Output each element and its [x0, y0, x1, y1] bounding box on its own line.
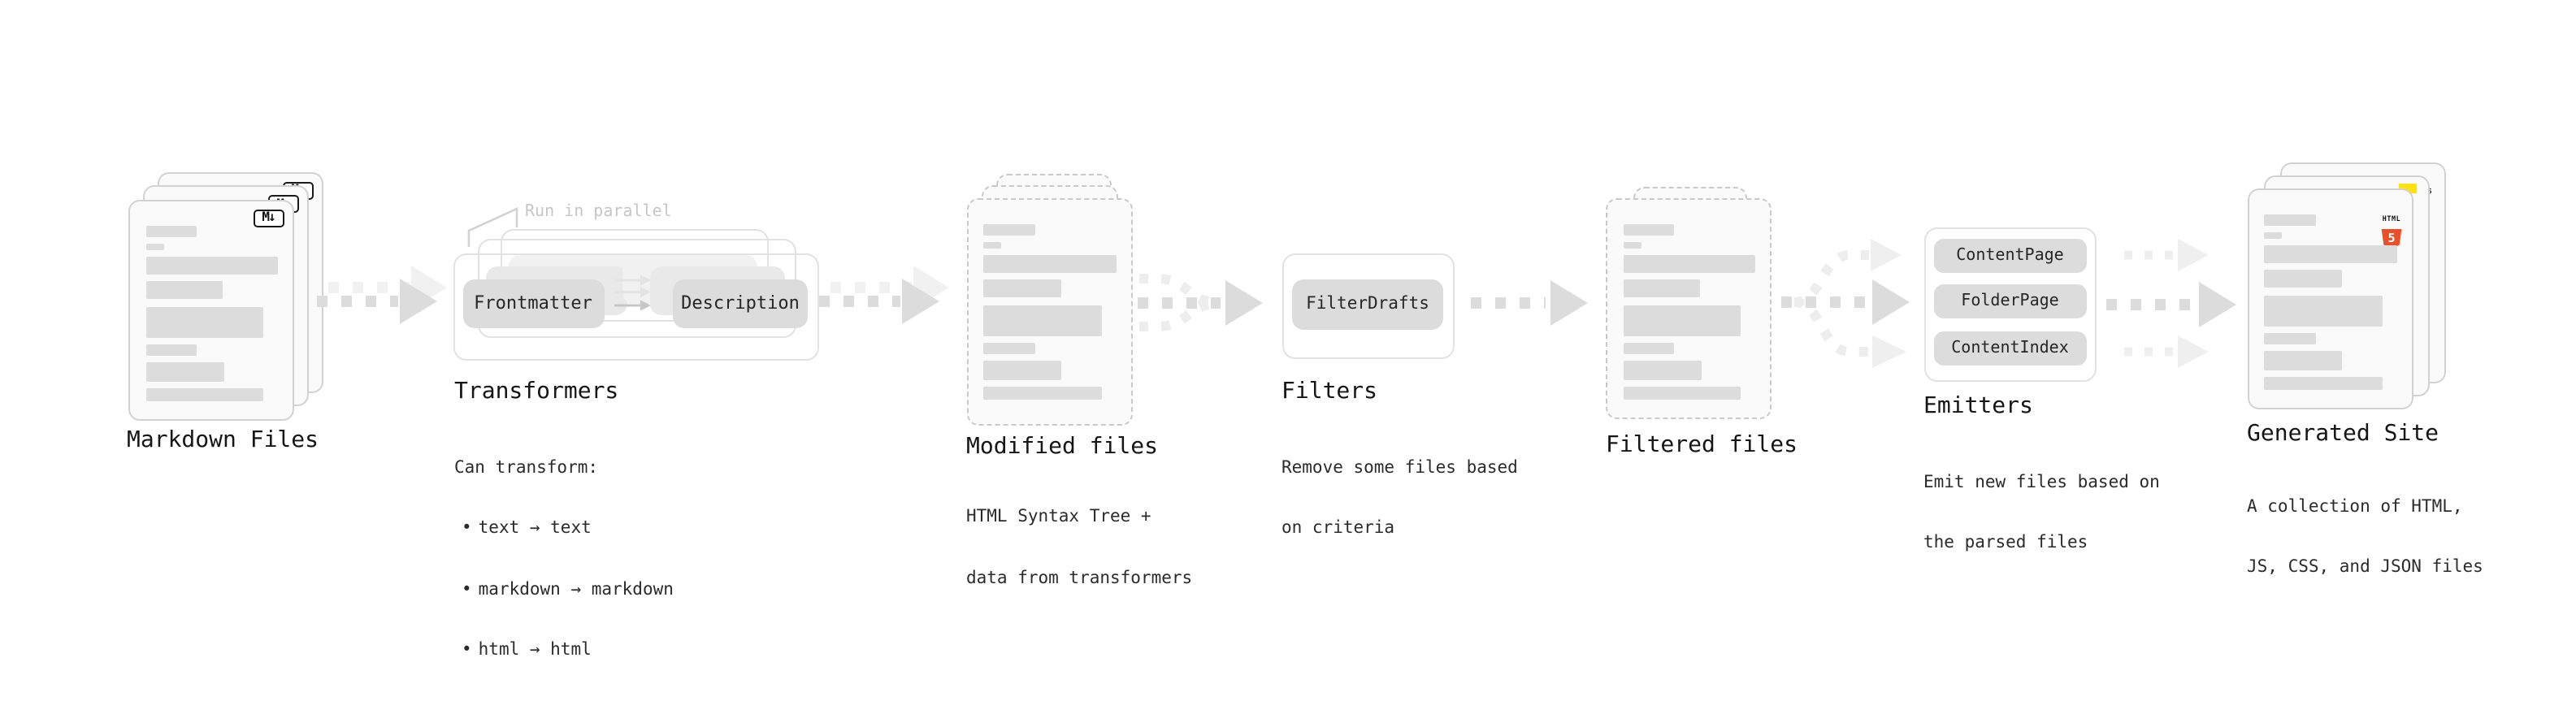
description-line: on criteria — [1281, 518, 1395, 538]
markdown-file-card-front: M↓ — [128, 199, 294, 420]
markdown-files-title: Markdown Files — [127, 426, 319, 452]
description-line: JS, CSS, and JSON files — [2247, 557, 2483, 577]
modified-files-description: HTML Syntax Tree + data from transformer… — [966, 466, 1192, 629]
doc-line-placeholder — [145, 244, 163, 249]
doc-line-placeholder — [983, 342, 1034, 354]
frontmatter-pill: Frontmatter — [462, 279, 604, 327]
emitters-title: Emitters — [1923, 393, 2033, 419]
emitters-description: Emit new files based on the parsed files — [1923, 431, 2160, 594]
flow-arrow-filtered-to-emitters — [1781, 239, 1910, 368]
filtered-files-title: Filtered files — [1606, 431, 1798, 457]
site-file-card-html: HTML 5 — [2247, 188, 2413, 409]
description-pill: Description — [673, 279, 808, 327]
bullet-text: html → html — [478, 640, 592, 660]
doc-line-placeholder — [145, 257, 278, 275]
bullet-icon: • — [462, 640, 472, 660]
doc-line-placeholder — [1623, 255, 1755, 273]
doc-line-placeholder — [983, 224, 1034, 236]
html5-icon-label: HTML — [2382, 214, 2401, 223]
transformers-title: Transformers — [454, 379, 619, 405]
doc-line-placeholder — [145, 306, 263, 337]
doc-line-placeholder — [2264, 332, 2315, 344]
doc-line-placeholder — [145, 226, 197, 237]
doc-line-placeholder — [983, 305, 1101, 335]
doc-line-placeholder — [145, 344, 197, 356]
pipeline-diagram: M↓ M↓ M↓ Markdown Files Frontmatter Desc… — [127, 162, 2483, 660]
bullet-icon: • — [462, 579, 472, 599]
doc-line-placeholder — [1623, 305, 1741, 335]
generated-site-title: Generated Site — [2247, 420, 2439, 446]
description-line: Remove some files based — [1281, 457, 1518, 477]
description-line: the parsed files — [1923, 533, 2088, 552]
doc-line-placeholder — [2264, 270, 2341, 288]
run-in-parallel-annotation: Run in parallel — [525, 202, 672, 220]
contentpage-pill: ContentPage — [1934, 238, 2086, 273]
doc-line-placeholder — [2264, 351, 2342, 370]
transformers-note-heading: Can transform: — [454, 457, 599, 477]
generated-site-description: A collection of HTML, JS, CSS, and JSON … — [2247, 456, 2483, 618]
modified-file-card-front — [966, 197, 1132, 425]
description-line: data from transformers — [966, 568, 1193, 587]
html5-number: 5 — [2387, 231, 2396, 245]
doc-line-placeholder — [1623, 224, 1674, 236]
doc-line-placeholder — [2264, 295, 2382, 326]
flow-arrow-modified-to-filters — [1138, 274, 1263, 331]
flow-arrow-filters-to-filtered — [1471, 280, 1588, 326]
doc-line-placeholder — [1623, 342, 1674, 354]
bullet-text: text → text — [478, 518, 592, 538]
doc-line-placeholder — [983, 386, 1101, 399]
folderpage-pill: FolderPage — [1934, 283, 2086, 318]
doc-line-placeholder — [2264, 376, 2382, 389]
bullet-icon: • — [462, 518, 472, 538]
filters-description: Remove some files based on criteria — [1281, 417, 1518, 579]
html5-icon: HTML 5 — [2381, 197, 2402, 249]
doc-line-placeholder — [983, 361, 1061, 379]
doc-line-placeholder — [983, 279, 1060, 297]
contentindex-pill: ContentIndex — [1934, 331, 2086, 366]
flow-arrow-markdown-to-transformers — [317, 266, 447, 324]
flow-arrows-emitters-to-site — [2106, 239, 2236, 368]
doc-line-placeholder — [145, 362, 223, 381]
bullet-text: markdown → markdown — [478, 579, 674, 599]
filterdrafts-pill: FilterDrafts — [1292, 279, 1443, 329]
transformers-note: Can transform: • text → text • markdown → … — [454, 417, 674, 701]
description-line: A collection of HTML, — [2247, 496, 2463, 516]
doc-line-placeholder — [1623, 386, 1741, 399]
flow-arrow-transformers-to-modified — [819, 266, 949, 324]
doc-line-placeholder — [1623, 242, 1641, 248]
filtered-file-card-front — [1606, 197, 1772, 418]
doc-line-placeholder — [983, 255, 1116, 273]
filters-title: Filters — [1281, 379, 1378, 405]
transformers-bullet: • text → text — [454, 518, 674, 539]
doc-line-placeholder — [983, 242, 1001, 248]
doc-line-placeholder — [2264, 232, 2282, 238]
doc-line-placeholder — [145, 387, 263, 400]
doc-line-placeholder — [1623, 361, 1701, 379]
transformers-bullet: • markdown → markdown — [454, 579, 674, 599]
doc-line-placeholder — [145, 281, 223, 299]
doc-line-placeholder — [2264, 214, 2315, 226]
doc-line-placeholder — [2264, 245, 2396, 263]
transformers-bullet: • html → html — [454, 640, 674, 660]
modified-files-title: Modified files — [966, 433, 1159, 459]
description-line: HTML Syntax Tree + — [966, 507, 1151, 526]
description-line: Emit new files based on — [1923, 472, 2160, 491]
doc-line-placeholder — [1623, 279, 1700, 297]
markdown-icon: M↓ — [253, 209, 284, 227]
